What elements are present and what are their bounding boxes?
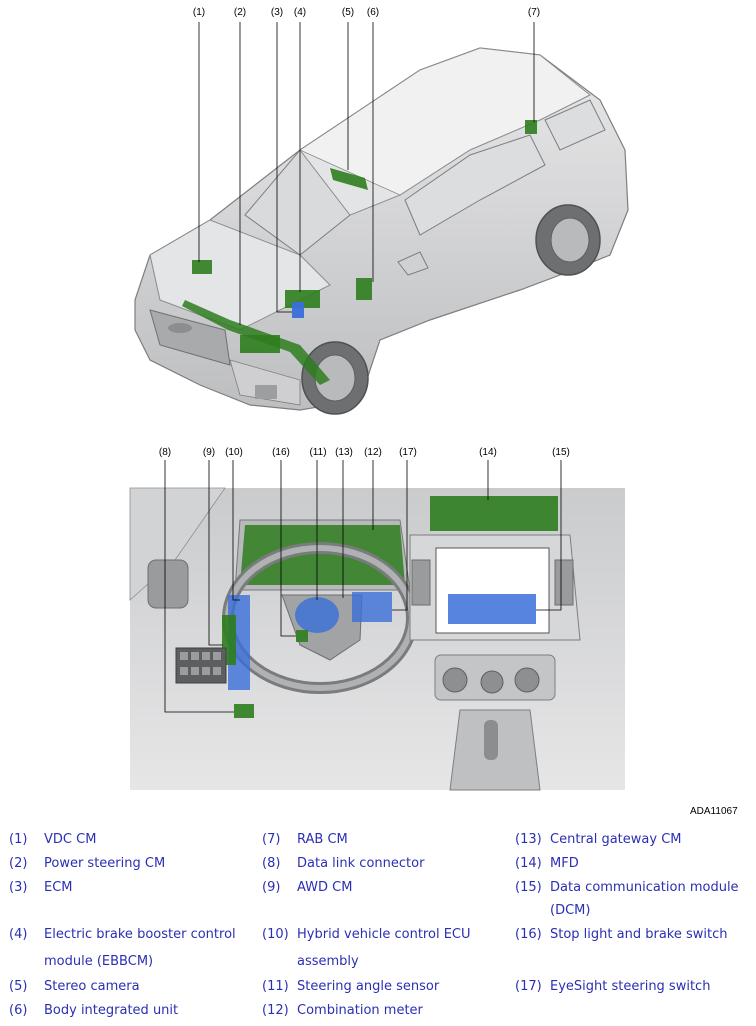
car-exterior — [134, 22, 629, 415]
mfd-module — [430, 496, 558, 531]
leader-lines-bottom — [164, 460, 562, 713]
callout-6: (6) — [366, 7, 380, 18]
stereo-camera-module — [330, 168, 368, 190]
power-steering-cm-module — [182, 300, 330, 385]
callout-13: (13) — [335, 447, 353, 458]
callout-11: (11) — [309, 447, 327, 458]
vehicle-illustration — [129, 22, 629, 791]
component-location-figure: (1) (2) (3) (4) (5) (6) (7) (8) (9) (10)… — [129, 7, 629, 791]
callout-2: (2) — [233, 7, 247, 18]
figure-id: ADA11067 — [690, 806, 738, 817]
callout-14: (14) — [479, 447, 497, 458]
callout-4: (4) — [293, 7, 307, 18]
stop-light-switch-module — [296, 630, 308, 642]
leader-lines-top — [198, 22, 535, 325]
dcm-module — [448, 594, 536, 624]
ebbcm-module — [292, 302, 304, 318]
eyesight-steering-switch-module — [352, 592, 392, 622]
data-link-connector-module — [234, 704, 254, 718]
callout-15: (15) — [552, 447, 570, 458]
callout-17: (17) — [399, 447, 417, 458]
callout-12: (12) — [364, 447, 382, 458]
callout-3: (3) — [270, 7, 284, 18]
combination-meter-module — [240, 525, 405, 585]
vdc-cm-module — [192, 260, 212, 274]
callout-1: (1) — [192, 7, 206, 18]
rab-cm-module — [525, 120, 537, 134]
callout-5: (5) — [341, 7, 355, 18]
callout-7: (7) — [527, 7, 541, 18]
callout-8: (8) — [158, 447, 172, 458]
callout-10: (10) — [225, 447, 243, 458]
body-integrated-unit-module — [356, 278, 372, 300]
callout-16: (16) — [272, 447, 290, 458]
callout-9: (9) — [202, 447, 216, 458]
instrument-panel — [129, 460, 625, 791]
steering-angle-sensor-module — [295, 597, 339, 633]
